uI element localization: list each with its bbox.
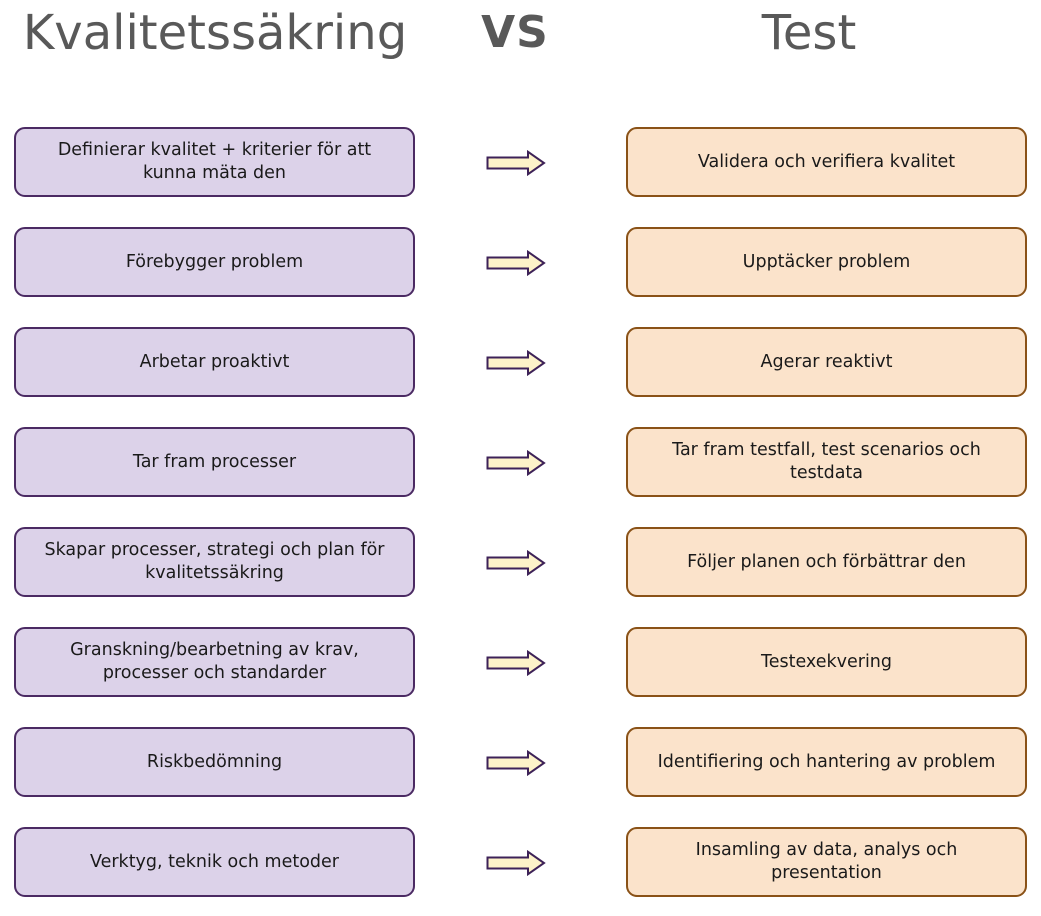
test-box: Insamling av data, analys och presentati… <box>626 827 1027 897</box>
comparison-row: Verktyg, teknik och metoder Insamling av … <box>0 827 1041 901</box>
quality-assurance-box: Riskbedömning <box>14 727 415 797</box>
arrow-right-icon <box>486 550 546 576</box>
quality-assurance-box: Skapar processer, strategi och plan för … <box>14 527 415 597</box>
arrow-right-icon <box>486 150 546 176</box>
heading-kvalitetssakring: Kvalitetssäkring <box>22 5 408 61</box>
test-box: Testexekvering <box>626 627 1027 697</box>
quality-assurance-box: Arbetar proaktivt <box>14 327 415 397</box>
heading-test: Test <box>761 5 857 61</box>
test-box: Validera och verifiera kvalitet <box>626 127 1027 197</box>
comparison-row: Riskbedömning Identifiering och hantering… <box>0 727 1041 801</box>
quality-assurance-box: Tar fram processer <box>14 427 415 497</box>
quality-assurance-box: Förebygger problem <box>14 227 415 297</box>
arrow-right-icon <box>486 450 546 476</box>
arrow-right-icon <box>486 350 546 376</box>
test-box: Agerar reaktivt <box>626 327 1027 397</box>
comparison-row: Tar fram processer Tar fram testfall, tes… <box>0 427 1041 501</box>
quality-assurance-box: Definierar kvalitet + kriterier för att … <box>14 127 415 197</box>
heading-vs: VS <box>481 7 549 58</box>
comparison-row: Granskning/bearbetning av krav, processe… <box>0 627 1041 701</box>
test-box: Upptäcker problem <box>626 227 1027 297</box>
comparison-row: Definierar kvalitet + kriterier för att … <box>0 127 1041 201</box>
quality-assurance-box: Granskning/bearbetning av krav, processe… <box>14 627 415 697</box>
comparison-row: Förebygger problem Upptäcker problem <box>0 227 1041 301</box>
arrow-right-icon <box>486 750 546 776</box>
test-box: Tar fram testfall, test scenarios och te… <box>626 427 1027 497</box>
comparison-row: Arbetar proaktivt Agerar reaktivt <box>0 327 1041 401</box>
arrow-right-icon <box>486 650 546 676</box>
test-box: Identifiering och hantering av problem <box>626 727 1027 797</box>
comparison-row: Skapar processer, strategi och plan för … <box>0 527 1041 601</box>
arrow-right-icon <box>486 850 546 876</box>
test-box: Följer planen och förbättrar den <box>626 527 1027 597</box>
quality-assurance-box: Verktyg, teknik och metoder <box>14 827 415 897</box>
arrow-right-icon <box>486 250 546 276</box>
